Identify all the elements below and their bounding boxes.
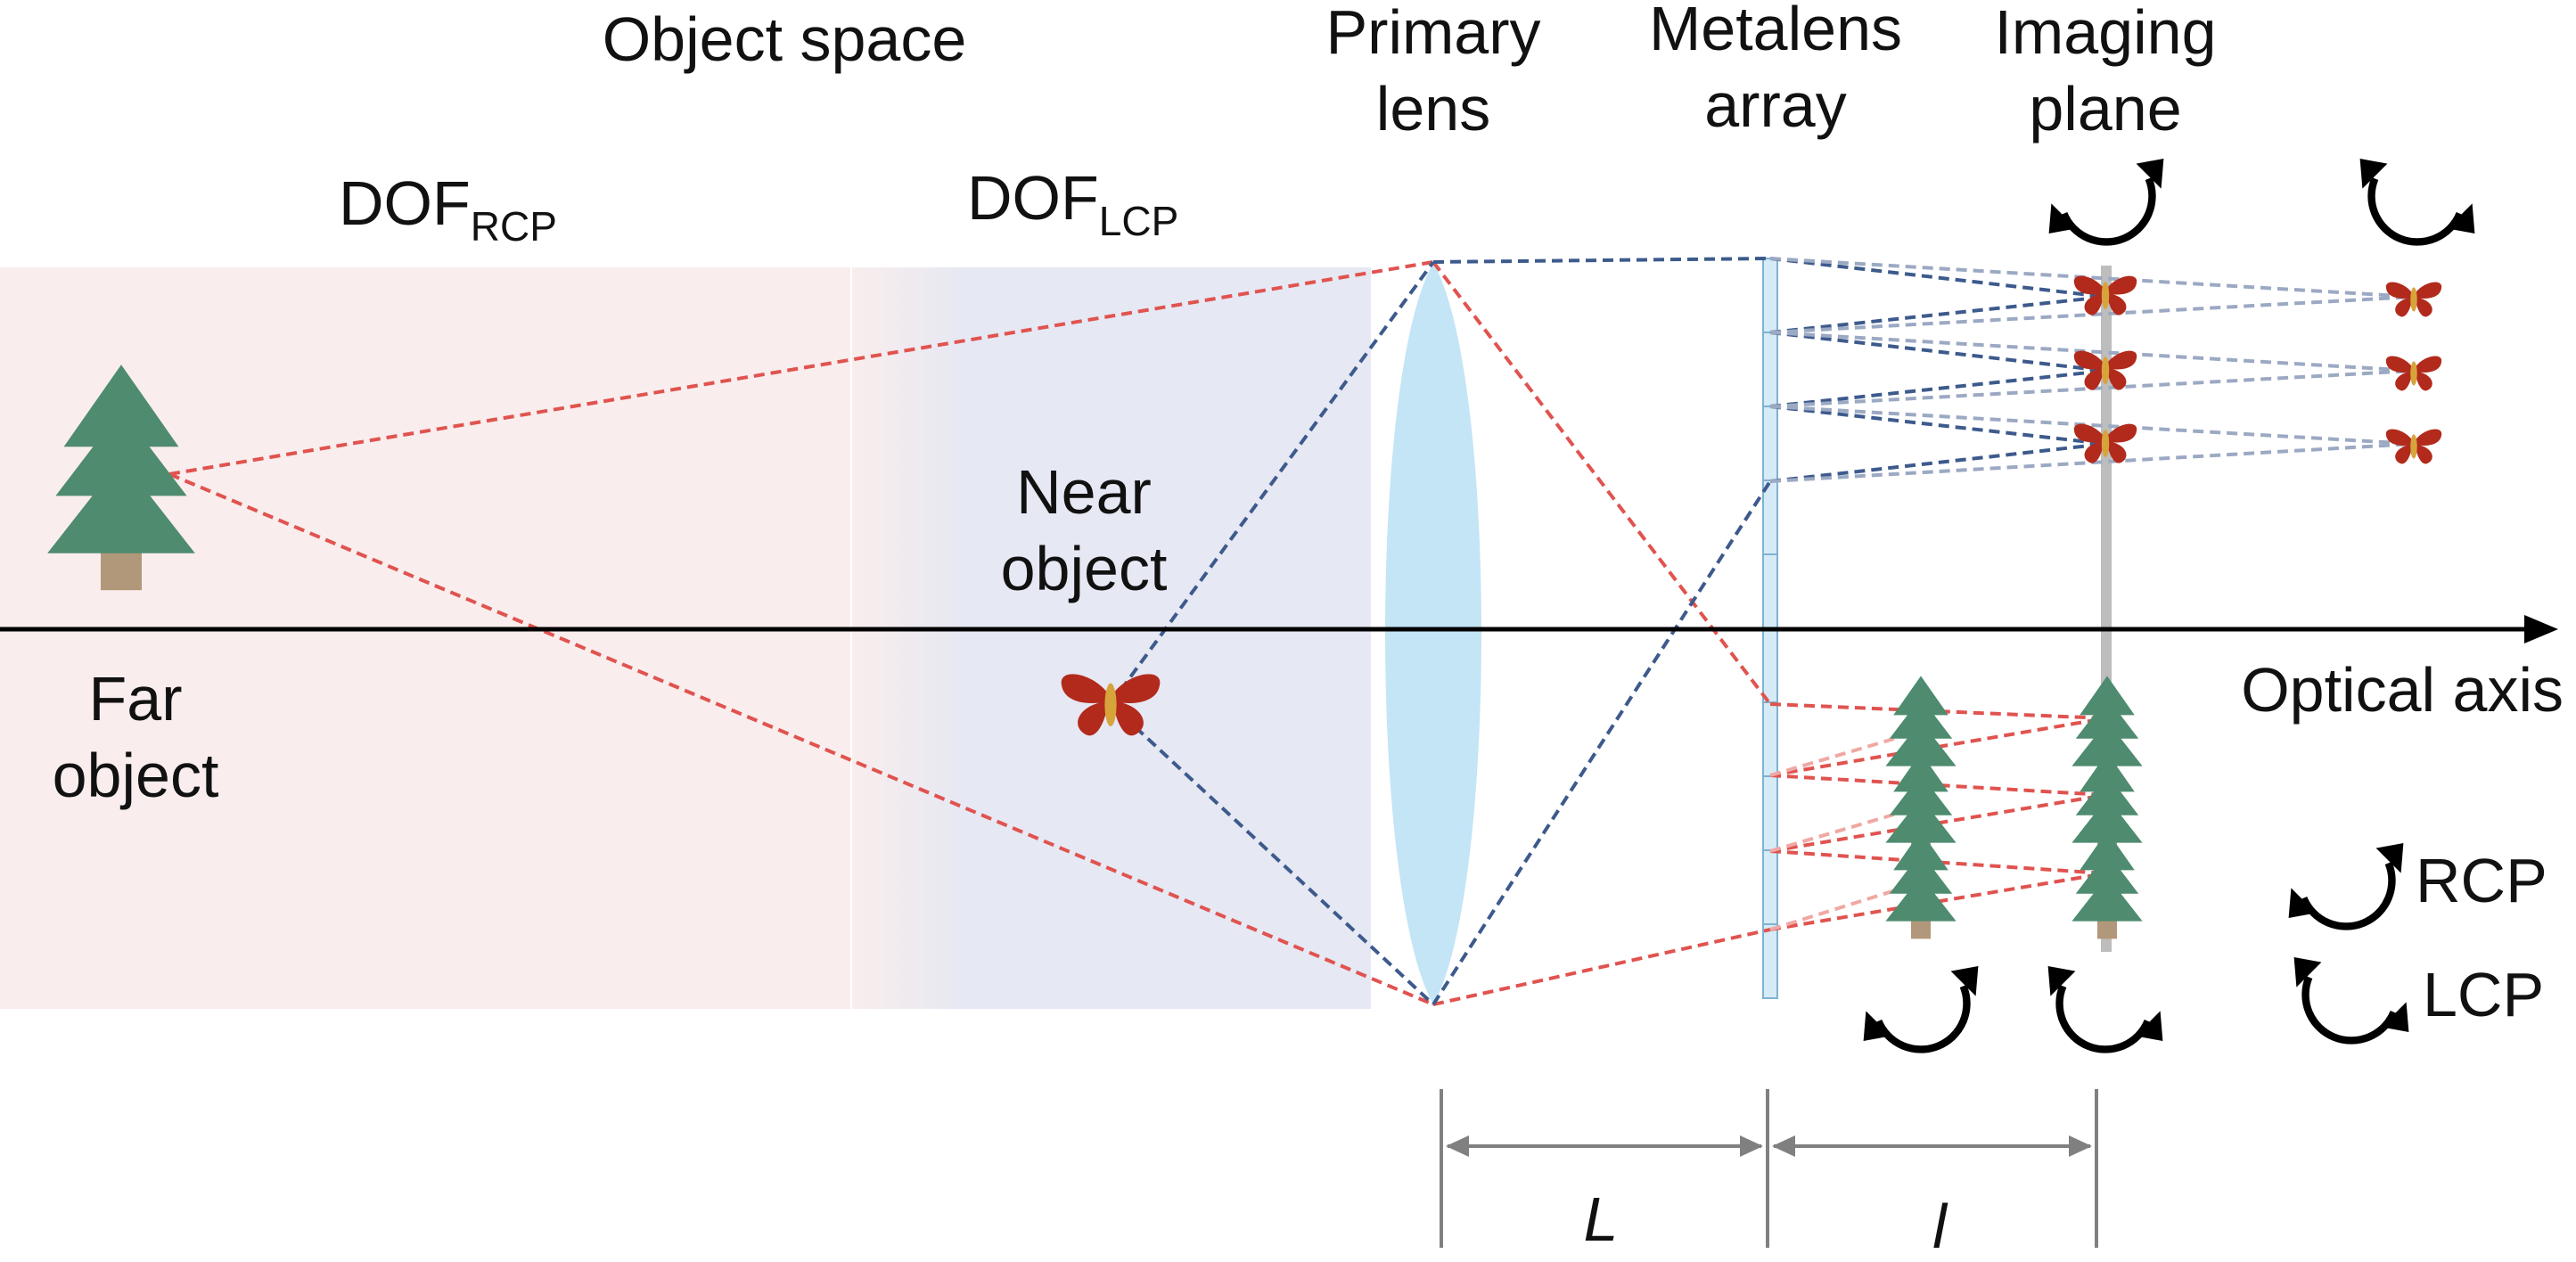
lcp-icon	[2360, 159, 2475, 242]
butterfly-virtual-image-icon	[2385, 356, 2442, 391]
primary-lens-label-line2: lens	[1376, 74, 1490, 143]
far-object-label-line1: Far	[89, 664, 183, 733]
far-object-label-line2: object	[53, 741, 219, 810]
butterfly-virtual-image-icon	[2385, 282, 2442, 317]
dof-lcp-main: DOF	[967, 163, 1099, 233]
dimension-lines	[1440, 1089, 2098, 1248]
dof-rcp-main: DOF	[339, 168, 471, 238]
near-object-label-line2: object	[1001, 534, 1168, 603]
optical-axis-label: Optical axis	[2241, 655, 2564, 725]
imaging-plane-label-line2: plane	[2029, 74, 2181, 143]
near-object-label-line1: Near	[1016, 457, 1152, 527]
legend-rcp-icon	[2289, 843, 2404, 926]
dof-rcp-subscript: RCP	[471, 203, 557, 250]
dof-lcp-subscript: LCP	[1099, 198, 1178, 244]
primary-lens	[1385, 263, 1481, 1004]
tree-intermediate-image-icon	[1885, 831, 1957, 939]
rcp-icon	[1864, 966, 1979, 1049]
legend-lcp-label: LCP	[2423, 960, 2544, 1029]
imaging-plane-label-line1: Imaging	[1994, 0, 2216, 67]
tree-image-icon	[2071, 831, 2143, 939]
object-space-label: Object space	[603, 4, 967, 74]
butterfly-virtual-image-icon	[2385, 429, 2442, 464]
dof-lcp-label: DOFLCP	[967, 163, 1178, 244]
dimension-L-label: L	[1584, 1184, 1619, 1254]
dof-rcp-label: DOFRCP	[339, 168, 557, 250]
lcp-icon	[2048, 966, 2163, 1049]
dof-lcp-region	[851, 267, 1371, 1009]
legend-rcp-label: RCP	[2416, 846, 2547, 915]
primary-lens-label-line1: Primary	[1325, 0, 1540, 67]
rcp-icon	[2049, 159, 2164, 242]
dimension-l-label: l	[1932, 1192, 1948, 1261]
metalens-label-line1: Metalens	[1649, 0, 1902, 63]
dof-rcp-region	[0, 267, 851, 1009]
red-rays-virtual	[1769, 729, 1922, 931]
optical-axis-arrowhead	[2524, 615, 2558, 643]
legend-lcp-icon	[2294, 957, 2409, 1040]
metalens-label-line2: array	[1704, 70, 1846, 140]
